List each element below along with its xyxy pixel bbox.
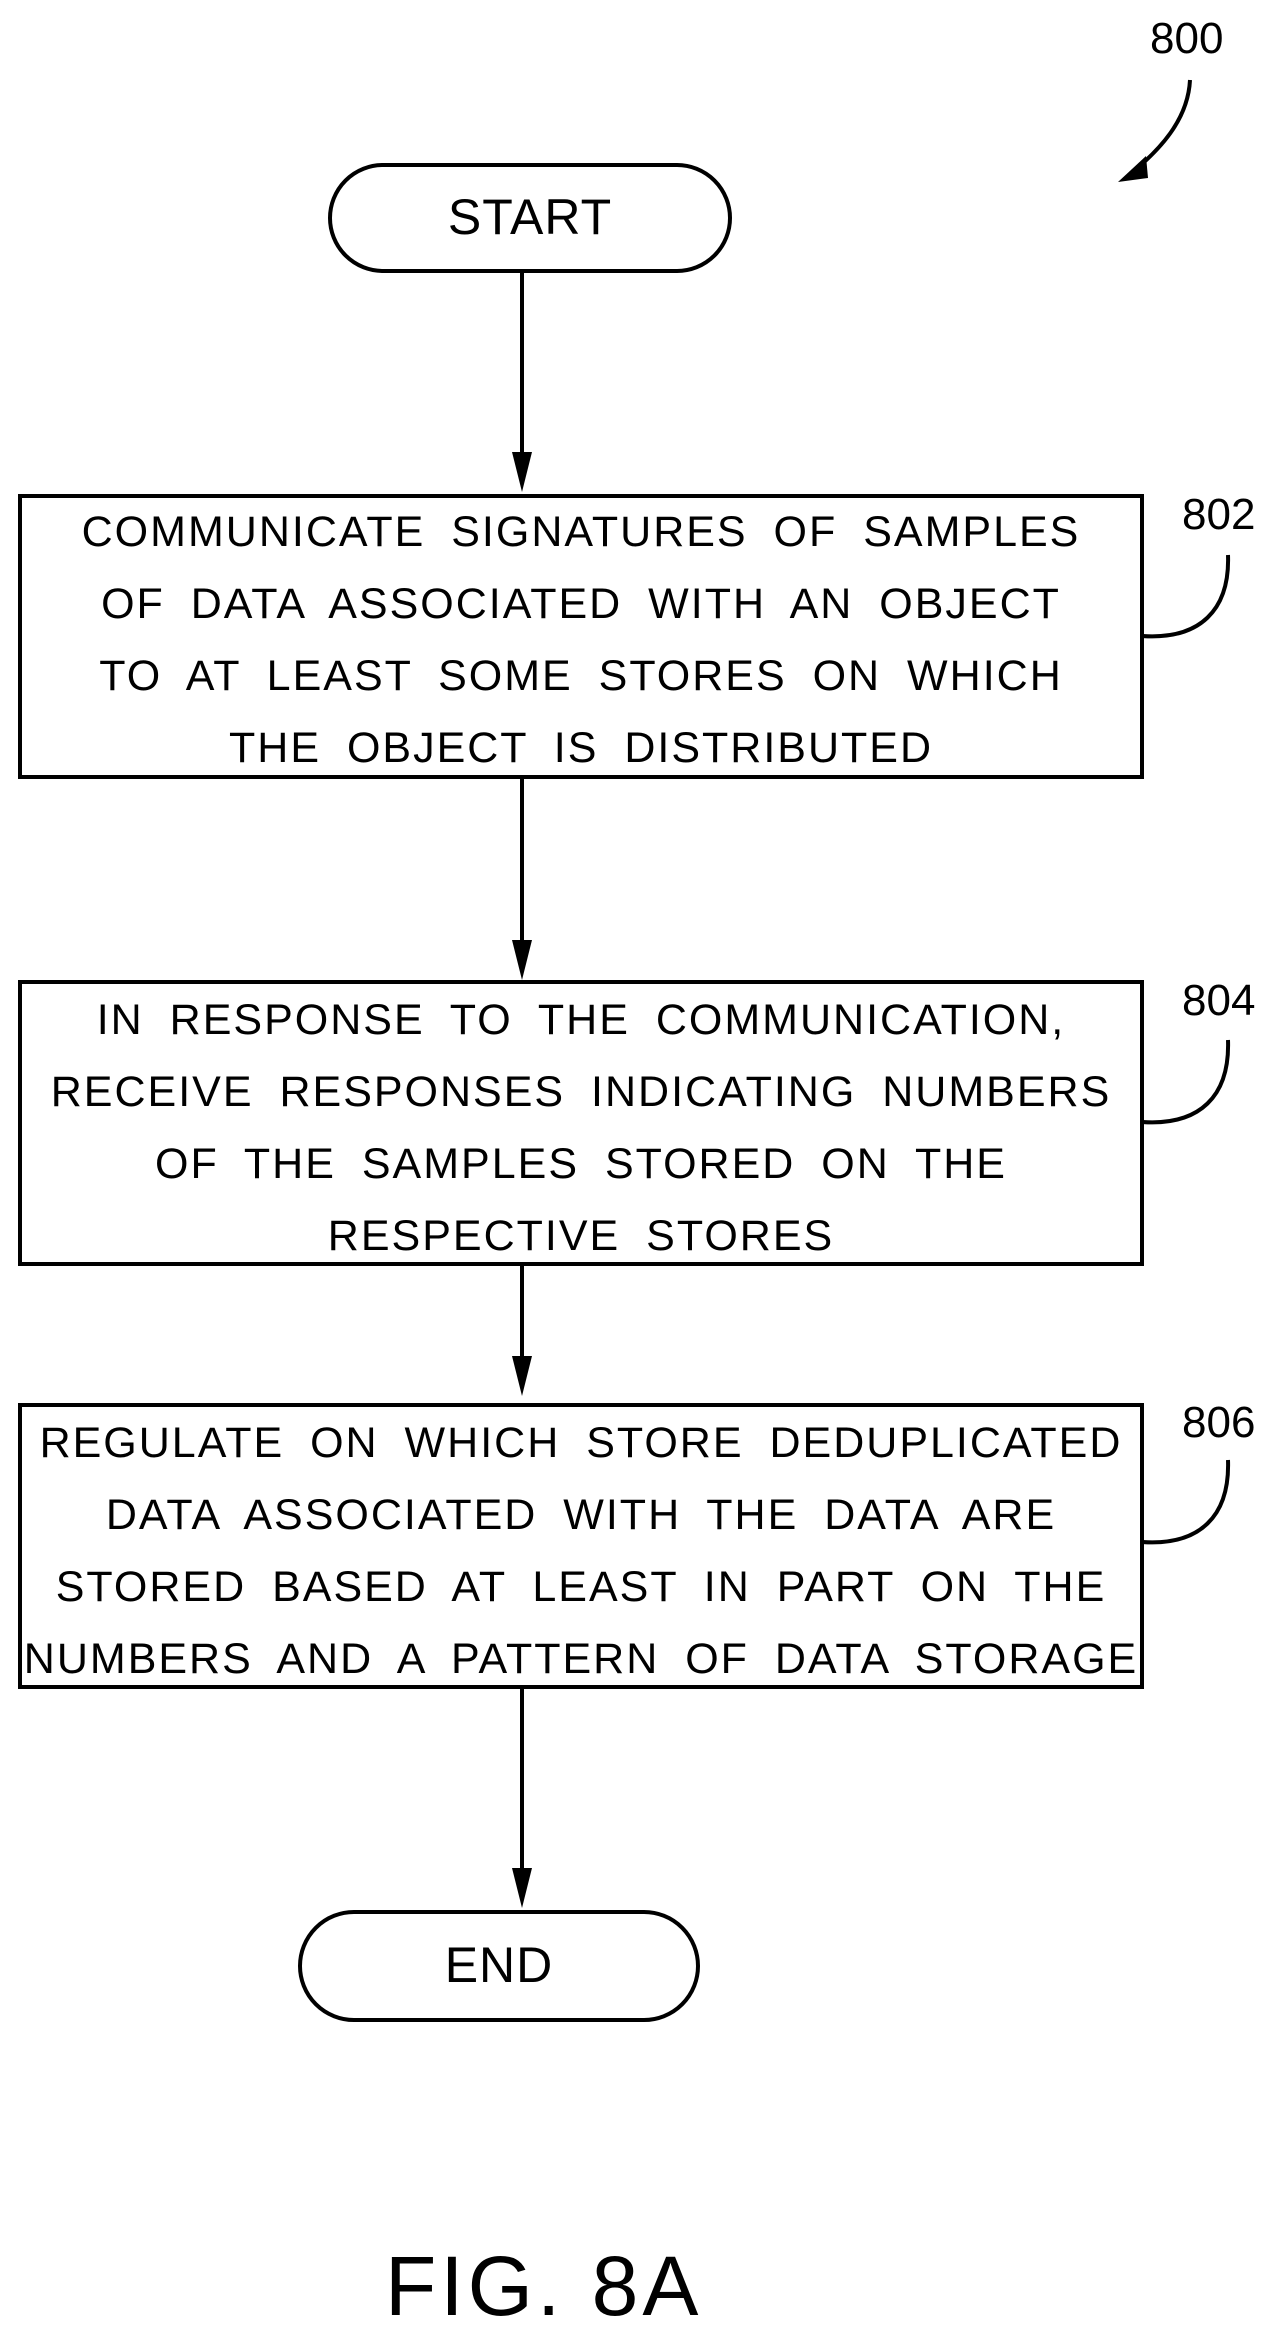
figure-caption: FIG. 8A bbox=[385, 2238, 702, 2335]
start-label: START bbox=[330, 188, 730, 246]
step-text-802: COMMUNICATE SIGNATURES OF SAMPLES OF DAT… bbox=[20, 496, 1142, 784]
leader-806 bbox=[1142, 1460, 1228, 1542]
arrowhead-802 bbox=[512, 452, 532, 492]
arrowhead-806 bbox=[512, 1356, 532, 1396]
arrowhead-end bbox=[512, 1868, 532, 1908]
step-804-line-1: IN RESPONSE TO THE COMMUNICATION, bbox=[20, 984, 1142, 1056]
end-label: END bbox=[300, 1936, 698, 1994]
step-ref-806: 806 bbox=[1182, 1398, 1255, 1448]
step-802-line-4: THE OBJECT IS DISTRIBUTED bbox=[20, 712, 1142, 784]
step-text-804: IN RESPONSE TO THE COMMUNICATION, RECEIV… bbox=[20, 984, 1142, 1272]
figure-ref-number: 800 bbox=[1150, 14, 1223, 64]
step-806-line-4: NUMBERS AND A PATTERN OF DATA STORAGE bbox=[20, 1623, 1142, 1695]
step-802-line-3: TO AT LEAST SOME STORES ON WHICH bbox=[20, 640, 1142, 712]
step-804-line-2: RECEIVE RESPONSES INDICATING NUMBERS bbox=[20, 1056, 1142, 1128]
step-806-line-2: DATA ASSOCIATED WITH THE DATA ARE bbox=[20, 1479, 1142, 1551]
step-804-line-4: RESPECTIVE STORES bbox=[20, 1200, 1142, 1272]
step-804-line-3: OF THE SAMPLES STORED ON THE bbox=[20, 1128, 1142, 1200]
figure-ref-arrow bbox=[1128, 80, 1190, 176]
figure-ref-arrowhead bbox=[1118, 156, 1148, 182]
leader-804 bbox=[1142, 1040, 1228, 1122]
step-802-line-2: OF DATA ASSOCIATED WITH AN OBJECT bbox=[20, 568, 1142, 640]
step-806-line-1: REGULATE ON WHICH STORE DEDUPLICATED bbox=[20, 1407, 1142, 1479]
step-ref-804: 804 bbox=[1182, 976, 1255, 1026]
step-text-806: REGULATE ON WHICH STORE DEDUPLICATED DAT… bbox=[20, 1407, 1142, 1695]
arrowhead-804 bbox=[512, 940, 532, 980]
step-802-line-1: COMMUNICATE SIGNATURES OF SAMPLES bbox=[20, 496, 1142, 568]
step-ref-802: 802 bbox=[1182, 490, 1255, 540]
leader-802 bbox=[1142, 555, 1228, 636]
step-806-line-3: STORED BASED AT LEAST IN PART ON THE bbox=[20, 1551, 1142, 1623]
